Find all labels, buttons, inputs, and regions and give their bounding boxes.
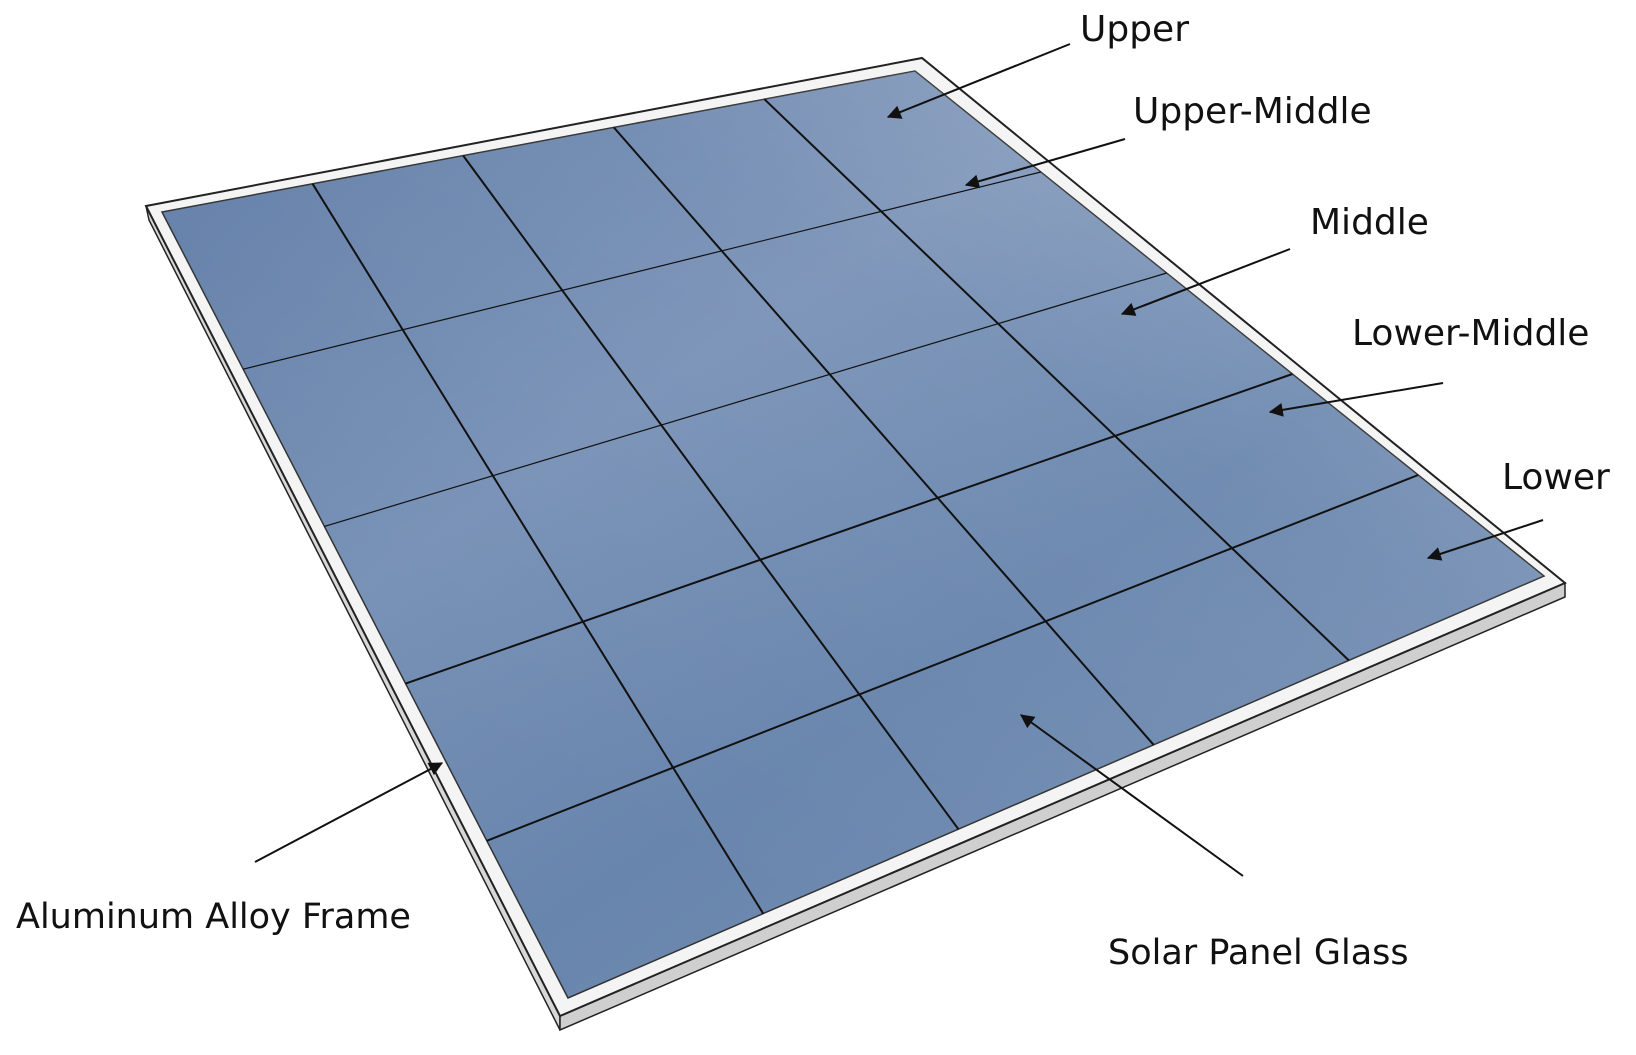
cell-grid <box>243 98 1419 915</box>
label-lower: Lower <box>1502 457 1610 498</box>
row-divider <box>405 373 1293 685</box>
label-aluminum-frame: Aluminum Alloy Frame <box>16 897 411 937</box>
column-divider <box>613 126 1155 746</box>
label-upper: Upper <box>1080 9 1190 50</box>
row-divider <box>486 474 1419 842</box>
label-lower-middle: Lower-Middle <box>1352 313 1590 354</box>
arrow-lower <box>1426 519 1544 561</box>
panel-glass-gloss <box>162 71 1544 998</box>
arrow-glass <box>1020 714 1244 877</box>
column-divider <box>462 155 960 830</box>
arrow-lower-middle <box>1268 382 1444 417</box>
arrow-upper-middle <box>964 138 1126 189</box>
arrow-upper <box>886 43 1071 119</box>
label-solar-panel-glass: Solar Panel Glass <box>1108 933 1409 973</box>
arrow-frame <box>254 762 444 863</box>
arrow-middle <box>1120 248 1291 316</box>
column-divider <box>763 98 1350 662</box>
column-divider <box>311 183 765 915</box>
pointer-arrows <box>254 43 1544 877</box>
row-divider <box>324 272 1167 527</box>
row-divider <box>243 171 1041 370</box>
label-upper-middle: Upper-Middle <box>1133 91 1372 132</box>
label-middle: Middle <box>1310 202 1429 243</box>
